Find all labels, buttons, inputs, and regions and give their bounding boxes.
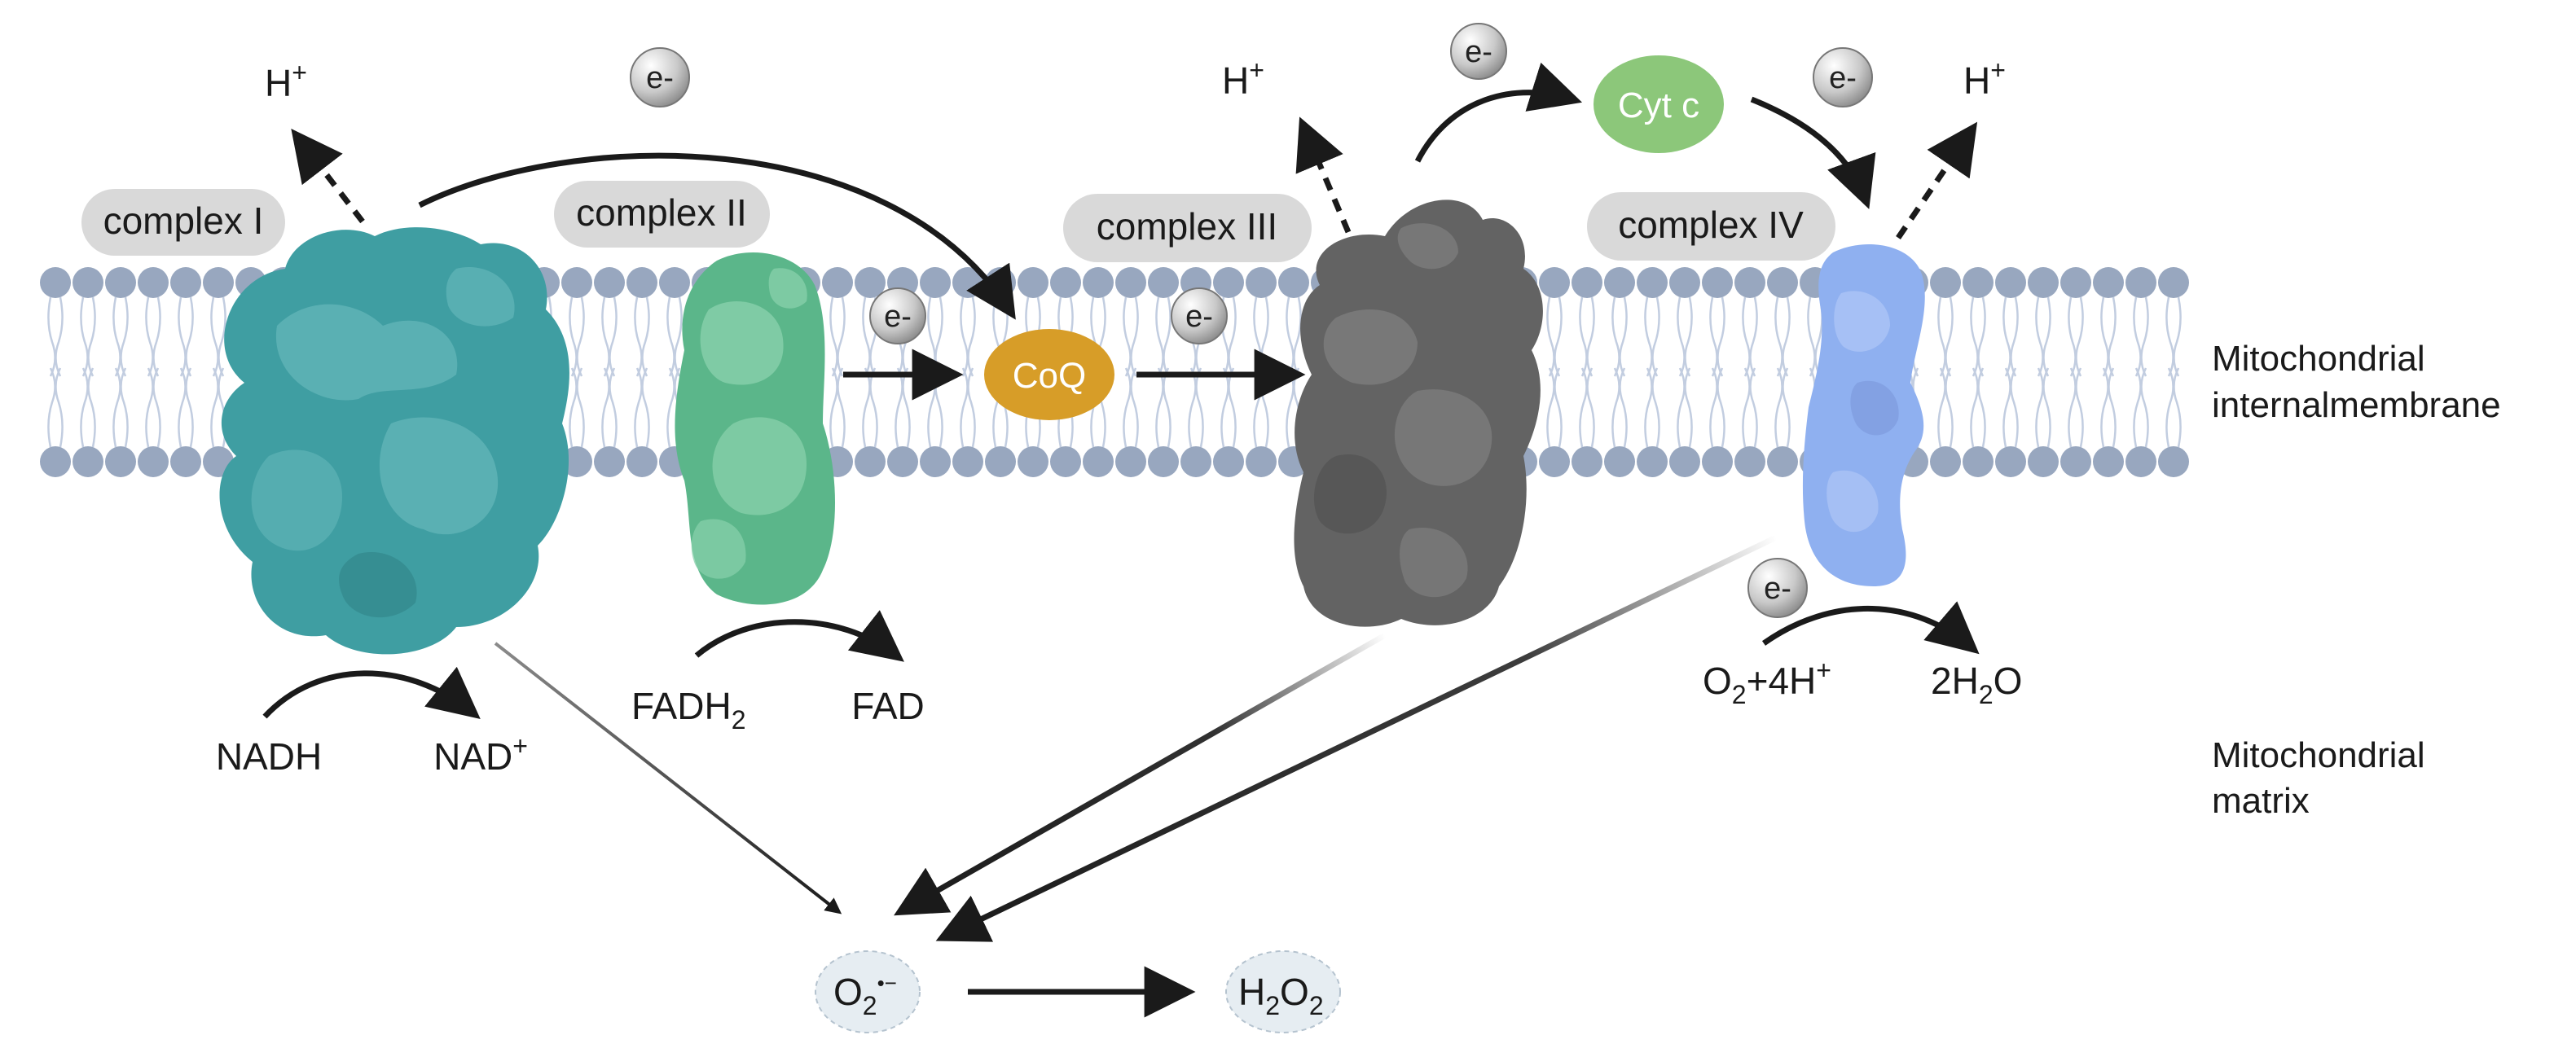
proton-arrow-civ <box>1896 121 1978 239</box>
arrow-ciii-to-cytc <box>1414 62 1583 163</box>
arrow-fadh2-to-fad <box>694 610 904 662</box>
coq-carrier: CoQ <box>984 329 1114 420</box>
complex-iv-protein <box>1802 244 1925 586</box>
h2o-label: 2H2O <box>1931 660 2022 709</box>
arrow-o2-to-h2o <box>1761 601 1980 655</box>
electron-token-cii: e- <box>869 287 926 344</box>
leak-arrow-civ <box>935 534 1778 942</box>
matrix-label-line2: matrix <box>2212 781 2310 821</box>
coq-label: CoQ <box>1013 356 1086 396</box>
svg-text:e-: e- <box>1185 300 1213 334</box>
electron-token-ciii-cytc: e- <box>1450 23 1507 80</box>
complex-i-label: complex I <box>103 200 264 242</box>
membrane-label-line1: Mitochondrial <box>2212 339 2425 379</box>
arrow-cytc-to-civ <box>1750 96 1876 209</box>
complex-iii-label: complex III <box>1097 205 1277 248</box>
matrix-label-line1: Mitochondrial <box>2212 735 2425 775</box>
o2-4h-label: O2+4H+ <box>1703 656 1831 709</box>
complex-ii-protein <box>675 252 835 605</box>
leak-arrow-ciii <box>894 632 1387 916</box>
proton-label-ci: H+ <box>265 58 307 104</box>
complex-i-pill: complex I <box>81 189 285 256</box>
svg-text:e-: e- <box>1829 61 1857 95</box>
h2o2-node: H2O2 <box>1225 950 1341 1033</box>
leak-arrow-ci <box>494 642 842 914</box>
nadh-label: NADH <box>216 735 322 778</box>
complex-ii-label: complex II <box>576 191 747 234</box>
complex-iv-label: complex IV <box>1618 204 1804 246</box>
proton-arrow-ciii <box>1295 116 1352 234</box>
svg-text:e-: e- <box>646 61 674 95</box>
cyt-c-label: Cyt c <box>1618 86 1699 125</box>
fad-label: FAD <box>851 685 924 727</box>
proton-arrow-ci <box>291 129 365 224</box>
complex-iv-pill: complex IV <box>1587 192 1835 261</box>
superoxide-label: O2•− <box>833 971 897 1020</box>
electron-token-cytc-civ: e- <box>1813 47 1873 107</box>
complex-i-protein <box>219 227 569 655</box>
arrow-nadh-to-nad <box>262 666 481 719</box>
svg-text:e-: e- <box>884 300 912 334</box>
electron-token-civ-o2: e- <box>1747 558 1808 618</box>
nad-label: NAD+ <box>433 731 528 778</box>
arrow-ci-to-coq <box>418 152 1016 320</box>
superoxide-node: O2•− <box>815 950 921 1033</box>
complex-iii-protein <box>1294 200 1543 627</box>
cyt-c-carrier: Cyt c <box>1594 55 1724 153</box>
electron-token-coq: e- <box>1171 287 1228 344</box>
proton-label-ciii: H+ <box>1222 55 1264 102</box>
electron-token-top: e- <box>630 47 690 107</box>
svg-text:e-: e- <box>1465 35 1492 69</box>
svg-text:e-: e- <box>1764 572 1791 606</box>
complex-iii-pill: complex III <box>1063 194 1312 262</box>
proton-label-civ: H+ <box>1963 55 2006 102</box>
fadh2-label: FADH2 <box>631 685 745 735</box>
h2o2-label: H2O2 <box>1238 971 1324 1020</box>
complex-ii-pill: complex II <box>554 181 770 248</box>
membrane-label-line2: internalmembrane <box>2212 385 2501 425</box>
